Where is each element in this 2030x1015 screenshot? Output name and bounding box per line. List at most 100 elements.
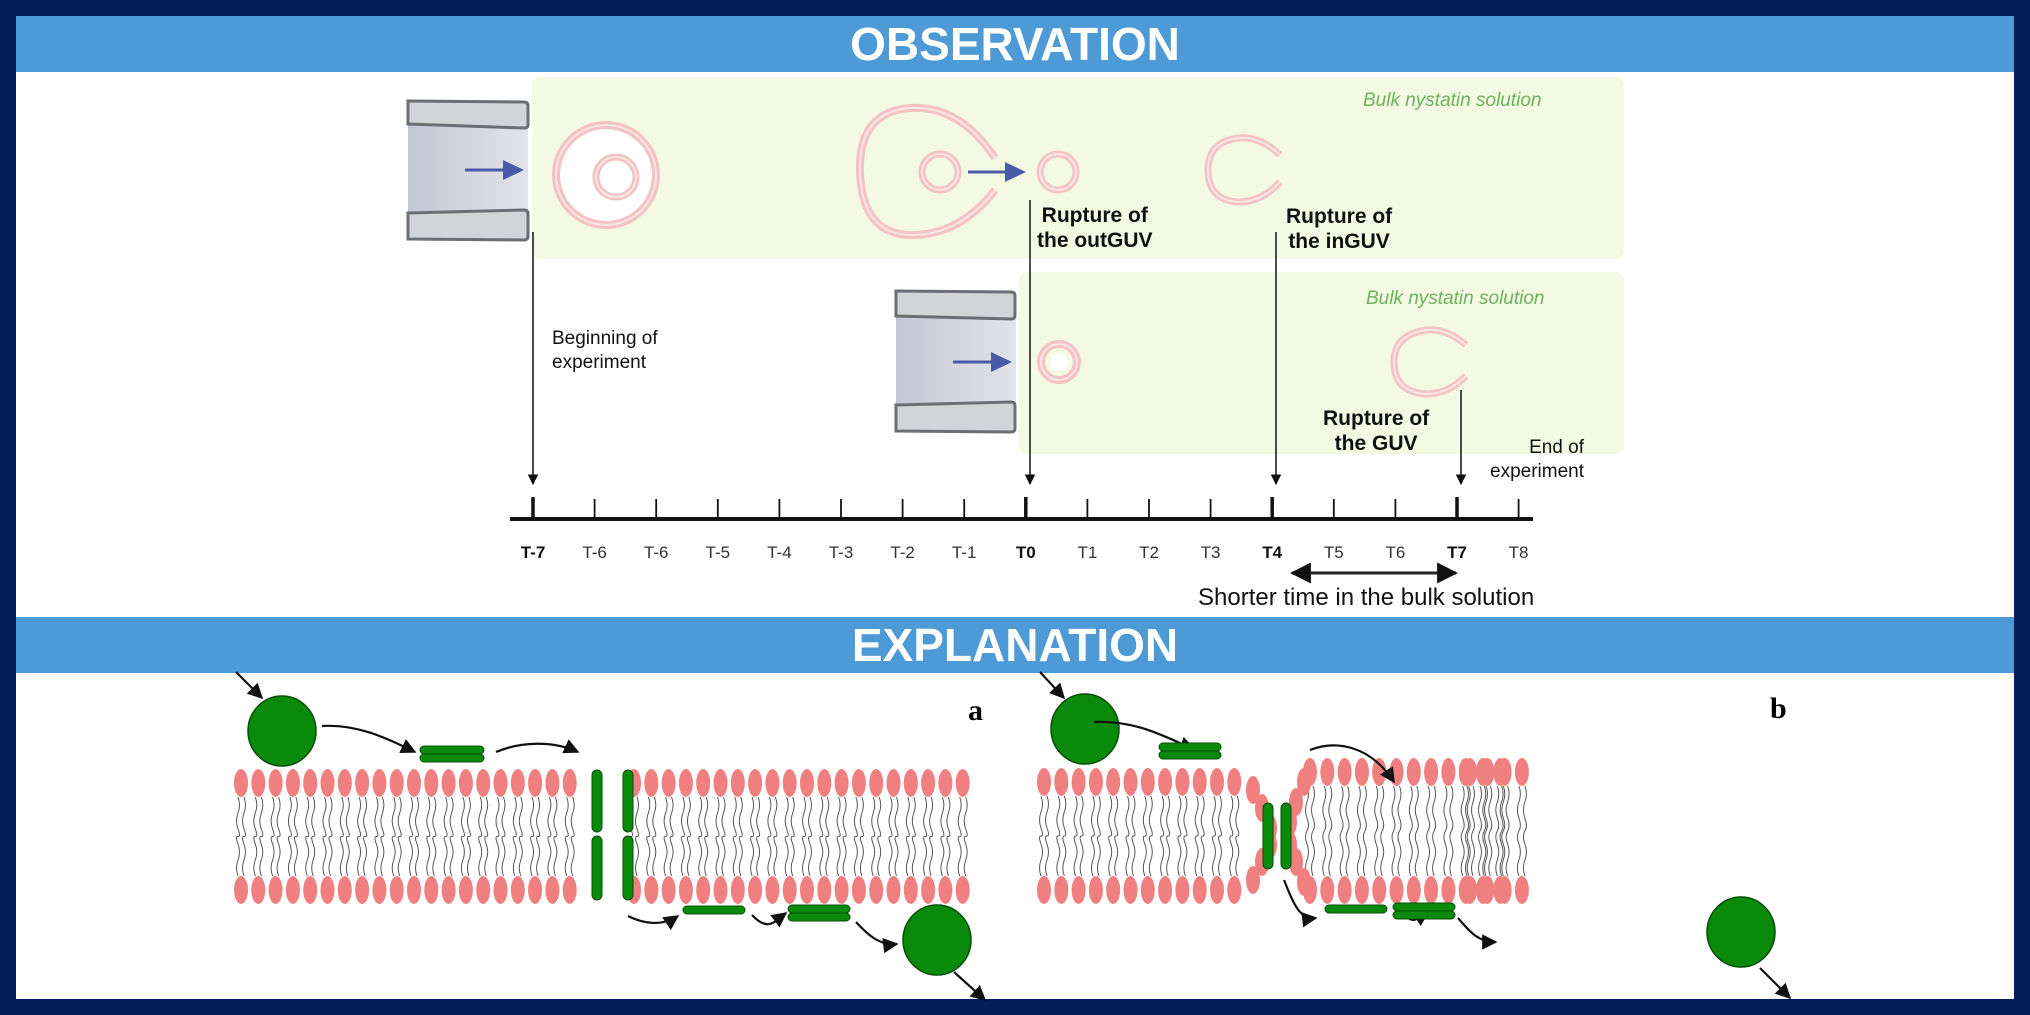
lipid-head bbox=[1037, 876, 1051, 904]
lipid-head bbox=[545, 876, 560, 904]
nystatin-monomer bbox=[419, 753, 485, 763]
inguv-label-line1: Rupture of bbox=[1286, 205, 1393, 228]
lipid-head bbox=[696, 769, 711, 797]
lipid-head bbox=[458, 876, 473, 904]
flow-arrow bbox=[1309, 744, 1395, 784]
lipid-head bbox=[1210, 768, 1224, 796]
lipid-head bbox=[476, 876, 491, 904]
lipid-head bbox=[748, 876, 763, 904]
lipid-head bbox=[644, 876, 659, 904]
flow-arrow bbox=[1039, 671, 1066, 700]
lipid-head bbox=[1424, 758, 1439, 786]
rupturing-outguv-icon bbox=[855, 103, 1080, 240]
lipid-head bbox=[1463, 758, 1477, 786]
nystatin-monomer bbox=[1158, 742, 1222, 752]
lipid-head bbox=[1354, 876, 1369, 904]
nystatin-monomer bbox=[1392, 902, 1456, 912]
lipid-head bbox=[389, 769, 404, 797]
timeline-tick-label: T7 bbox=[1447, 543, 1467, 562]
lipid-head bbox=[389, 876, 404, 904]
lipid-head bbox=[493, 876, 508, 904]
membrane-panel-a bbox=[234, 671, 987, 1002]
micropipette-top bbox=[406, 99, 530, 242]
lipid-head bbox=[234, 876, 248, 904]
flow-arrow bbox=[855, 921, 899, 954]
lipid-head bbox=[765, 876, 780, 904]
timeline-tick-label: T-6 bbox=[643, 543, 669, 562]
observation-banner: OBSERVATION bbox=[16, 16, 2014, 72]
lipid-head bbox=[765, 769, 780, 797]
lipid-head bbox=[1210, 876, 1224, 904]
lipid-head bbox=[921, 876, 936, 904]
rupturing-inguv-icon bbox=[1204, 134, 1283, 206]
nystatin-channel bbox=[622, 835, 634, 901]
timeline-tick-label: T-4 bbox=[767, 543, 792, 562]
lipid-head bbox=[1463, 876, 1477, 904]
lipid-head bbox=[696, 876, 711, 904]
lipid-head bbox=[1354, 758, 1369, 786]
lipid-head bbox=[320, 769, 335, 797]
nystatin-channel bbox=[622, 769, 634, 833]
flow-arrow bbox=[627, 915, 680, 931]
lipid-head bbox=[713, 769, 728, 797]
lipid-head bbox=[1406, 876, 1421, 904]
guv-label-line1: Rupture of bbox=[1323, 407, 1430, 430]
lipid-head bbox=[1389, 876, 1404, 904]
lipid-head bbox=[303, 769, 318, 797]
lipid-head bbox=[355, 876, 370, 904]
lipid-head bbox=[1441, 758, 1456, 786]
end-label-line1: End of bbox=[1529, 437, 1584, 458]
lipid-head bbox=[1297, 768, 1311, 796]
timeline-tick-label: T1 bbox=[1077, 543, 1098, 562]
lipid-head bbox=[1106, 876, 1121, 904]
lipid-head bbox=[251, 876, 266, 904]
guv-rupture-label: Rupture of the GUV bbox=[1323, 406, 1429, 456]
lipid-head bbox=[320, 876, 335, 904]
lipid-head bbox=[355, 769, 370, 797]
nystatin-monomer bbox=[419, 745, 485, 755]
lipid-head bbox=[730, 769, 745, 797]
lipid-head bbox=[1372, 876, 1387, 904]
lipid-head bbox=[1246, 776, 1260, 804]
lipid-head bbox=[1337, 876, 1352, 904]
lipid-head bbox=[869, 769, 884, 797]
flow-arrow bbox=[1759, 967, 1792, 1000]
nystatin-aggregate bbox=[902, 904, 972, 976]
lipid-head bbox=[562, 769, 577, 797]
flow-arrow bbox=[321, 724, 417, 753]
lipid-head bbox=[1071, 768, 1086, 796]
rupturing-guv-icon bbox=[1390, 326, 1469, 398]
lipid-head bbox=[251, 769, 266, 797]
nystatin-monomer bbox=[787, 904, 851, 914]
flow-arrow bbox=[1457, 917, 1498, 950]
bulk-solution-label-bottom: Bulk nystatin solution bbox=[1366, 288, 1545, 309]
lipid-head bbox=[1175, 876, 1190, 904]
lipid-head bbox=[851, 876, 866, 904]
nystatin-aggregate bbox=[247, 695, 317, 767]
lipid-head bbox=[234, 769, 248, 797]
lipid-head bbox=[1158, 876, 1173, 904]
lipid-head bbox=[782, 769, 797, 797]
nystatin-monomer bbox=[682, 905, 746, 915]
lipid-head bbox=[1088, 876, 1103, 904]
explanation-banner: EXPLANATION bbox=[16, 617, 2014, 673]
nystatin-channel bbox=[591, 835, 603, 901]
lipid-head bbox=[1037, 768, 1051, 796]
lipid-head bbox=[562, 876, 577, 904]
lipid-head bbox=[1054, 876, 1069, 904]
lipid-head bbox=[303, 876, 318, 904]
lipid-head bbox=[886, 769, 901, 797]
lipid-head bbox=[528, 769, 543, 797]
lipid-head bbox=[955, 769, 970, 797]
flow-arrow bbox=[953, 971, 987, 1002]
lipid-head bbox=[1071, 876, 1086, 904]
lipid-head bbox=[1175, 768, 1190, 796]
lipid-head bbox=[337, 769, 352, 797]
lipid-head bbox=[1140, 876, 1155, 904]
end-label-line2: experiment bbox=[1490, 461, 1584, 482]
lipid-head bbox=[372, 876, 387, 904]
timeline-tick-label: T-5 bbox=[705, 543, 731, 562]
outguv-label-line1: Rupture of bbox=[1041, 204, 1148, 227]
lipid-head bbox=[1337, 758, 1352, 786]
